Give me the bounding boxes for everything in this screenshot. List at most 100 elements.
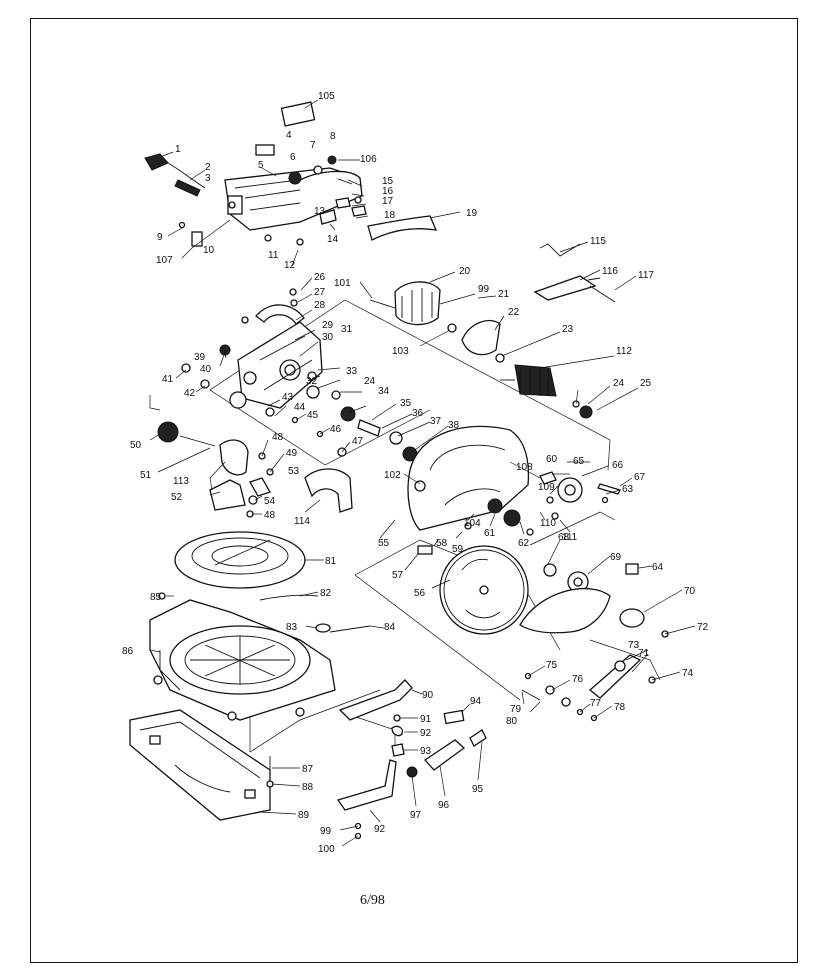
callout-44: 44 (294, 402, 306, 413)
callout-115: 115 (590, 236, 606, 247)
callout-23: 23 (562, 324, 574, 335)
lock-knob (327, 155, 337, 165)
fence (129, 709, 271, 821)
strain-relief (191, 231, 203, 247)
callout-93: 93 (420, 746, 432, 757)
turntable (174, 531, 306, 589)
support-bracket (336, 759, 397, 811)
switch-button (288, 171, 302, 185)
clamp-bracket (338, 679, 413, 721)
callout-35: 35 (400, 398, 412, 409)
callout-61: 61 (484, 528, 496, 539)
callout-18: 18 (384, 210, 396, 221)
leader-lines (149, 99, 696, 847)
callout-85: 85 (150, 592, 162, 603)
callout-103: 103 (392, 346, 409, 357)
callout-7: 7 (310, 140, 316, 151)
motor-bearing (579, 405, 593, 419)
spindle-bearing (340, 406, 356, 422)
callout-62: 62 (518, 538, 530, 549)
label-plate (280, 101, 316, 127)
field-coil (394, 281, 441, 326)
callout-109: 109 (538, 482, 555, 493)
callout-94: 94 (470, 696, 482, 707)
callout-20: 20 (459, 266, 471, 277)
callout-73: 73 (628, 640, 640, 651)
sheet-border (30, 18, 798, 963)
clamp-hardware (336, 672, 598, 840)
callout-82: 82 (320, 588, 332, 599)
callout-1: 1 (175, 144, 181, 155)
callout-78: 78 (614, 702, 626, 713)
callout-105: 105 (318, 91, 335, 102)
callout-80: 80 (506, 716, 518, 727)
blade-guard-arm (367, 215, 438, 241)
callout-107: 107 (156, 255, 173, 266)
callout-49: 49 (286, 448, 298, 459)
callout-19: 19 (466, 208, 478, 219)
callout-2: 2 (205, 162, 211, 173)
callout-60: 60 (546, 454, 558, 465)
callout-96: 96 (438, 800, 450, 811)
callout-50: 50 (130, 440, 142, 451)
callout-75: 75 (546, 660, 558, 671)
cord (167, 162, 206, 189)
callout-53: 53 (288, 466, 300, 477)
callout-112: 112 (616, 346, 632, 357)
callout-38: 38 (448, 420, 460, 431)
callout-52: 52 (171, 492, 183, 503)
callout-88: 88 (302, 782, 314, 793)
dust-elbow (304, 468, 353, 513)
callout-79: 79 (510, 704, 522, 715)
hex-wrench-set (533, 243, 616, 303)
callout-6: 6 (290, 152, 296, 163)
callout-46: 46 (330, 424, 342, 435)
callout-40: 40 (200, 364, 212, 375)
callout-51: 51 (140, 470, 152, 481)
callout-86: 86 (122, 646, 134, 657)
callout-111: 111 (562, 532, 578, 543)
callout-64: 64 (652, 562, 664, 573)
drive-gear (157, 421, 179, 443)
extension-rod (424, 739, 466, 771)
armature (514, 364, 557, 397)
cord-clamp (174, 179, 201, 197)
callout-37: 37 (430, 416, 442, 427)
callout-101: 101 (334, 278, 351, 289)
callout-58: 58 (436, 538, 448, 549)
callout-100: 100 (318, 844, 335, 855)
callout-77: 77 (590, 698, 602, 709)
arm-handle (255, 304, 305, 325)
handle-body (224, 167, 363, 231)
callout-114: 114 (294, 516, 310, 527)
callout-16: 16 (382, 186, 394, 197)
callout-42: 42 (184, 388, 196, 399)
callout-116: 116 (602, 266, 618, 277)
page-footer-date: 6/98 (360, 893, 385, 908)
callout-59: 59 (452, 544, 464, 555)
callout-56: 56 (414, 588, 426, 599)
callout-24-right: 24 (613, 378, 625, 389)
callout-34: 34 (378, 386, 390, 397)
pivot-bracket (209, 479, 246, 511)
callout-71: 71 (638, 648, 650, 659)
callout-97: 97 (410, 810, 422, 821)
callout-28: 28 (314, 300, 326, 311)
callout-92-upper: 92 (420, 728, 432, 739)
callout-69: 69 (610, 552, 622, 563)
callout-65: 65 (573, 456, 585, 467)
callout-13: 13 (314, 206, 326, 217)
callout-110: 110 (540, 518, 556, 529)
arm-bracket (219, 439, 249, 476)
guard-link (588, 654, 642, 699)
callout-99-upper: 99 (478, 284, 490, 295)
callout-27: 27 (314, 287, 326, 298)
callout-17: 17 (382, 196, 394, 207)
callout-63: 63 (622, 484, 634, 495)
callout-76: 76 (572, 674, 584, 685)
callout-31: 31 (341, 324, 353, 335)
callout-15: 15 (382, 176, 394, 187)
callout-47: 47 (352, 436, 364, 447)
callout-70: 70 (684, 586, 696, 597)
callout-99-lower: 99 (320, 826, 332, 837)
